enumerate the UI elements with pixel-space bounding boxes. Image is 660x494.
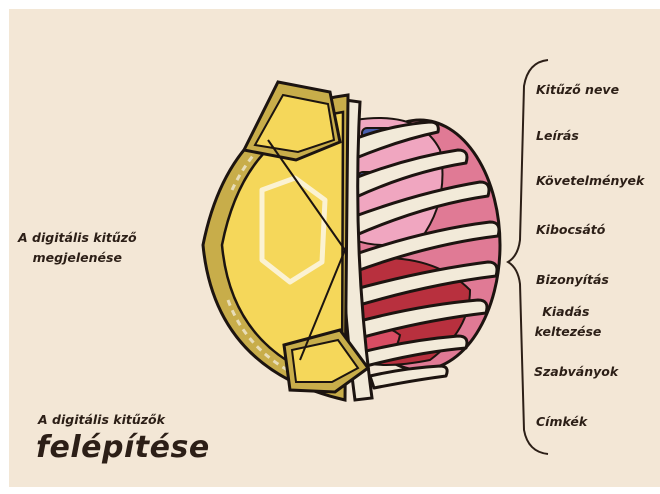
label-tags: Címkék	[536, 414, 588, 429]
label-issue-date-line1: Kiadás	[542, 304, 589, 319]
appearance-label-line1: A digitális kitűző	[18, 228, 137, 248]
title-line2: felépítése	[36, 430, 210, 465]
label-issue-date: Kiadás keltezése	[535, 304, 602, 339]
title-line1: A digitális kitűzők	[38, 412, 165, 427]
label-badge-name: Kitűző neve	[536, 82, 619, 97]
label-description: Leírás	[536, 128, 579, 143]
label-issuer: Kibocsátó	[536, 222, 606, 237]
label-requirements: Követelmények	[536, 173, 645, 188]
label-evidence: Bizonyítás	[536, 272, 609, 287]
shield	[203, 82, 368, 400]
brace-icon	[508, 60, 548, 454]
appearance-label: A digitális kitűző megjelenése	[18, 228, 137, 268]
appearance-label-line2: megjelenése	[18, 248, 137, 268]
component-labels: Kitűző neve Leírás Követelmények Kibocsá…	[534, 82, 645, 429]
label-issue-date-line2: keltezése	[535, 324, 602, 339]
label-standards: Szabványok	[534, 364, 619, 379]
